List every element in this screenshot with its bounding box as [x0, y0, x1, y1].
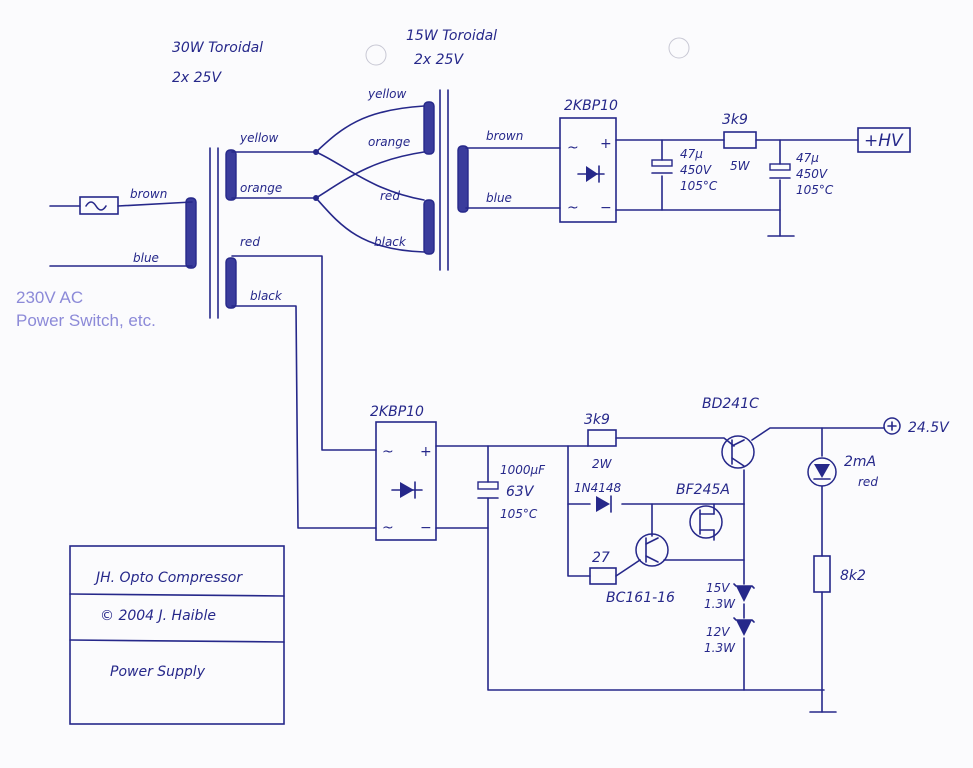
t2-yellow-label: yellow	[367, 87, 406, 101]
lv-resistor1-power: 2W	[592, 457, 613, 471]
mains-blue-label: blue	[133, 251, 159, 265]
t2-red-label: red	[380, 189, 400, 203]
svg-text:+: +	[600, 136, 612, 152]
title-block-subtitle: Power Supply	[110, 664, 206, 680]
svg-text:+: +	[420, 444, 432, 460]
lv-output-terminal	[883, 417, 901, 435]
lv-zener1-power: 1.3W	[704, 597, 736, 611]
t1-black-label: black	[250, 289, 283, 303]
hv-cap1-symbol	[651, 159, 673, 174]
t2-black-label: black	[374, 235, 407, 249]
hv-resistor-value: 3k9	[722, 112, 748, 128]
hv-rectifier-label: 2KBP10	[564, 98, 618, 114]
t2-brown-label: brown	[486, 129, 523, 143]
lv-resistor2-value: 27	[592, 550, 610, 566]
t1-rating: 2x 25V	[172, 70, 222, 86]
transformer-t2	[423, 89, 469, 271]
title-block-title: JH. Opto Compressor	[93, 570, 243, 586]
mains-note-line2: Power Switch, etc.	[16, 311, 156, 330]
t2-secondary-coil	[457, 145, 469, 213]
lv-limit-transistor-label: BC161-16	[606, 590, 675, 606]
lv-zener2-symbol	[733, 617, 755, 636]
t1-yellow-label: yellow	[239, 131, 278, 145]
hv-cap2-voltage: 450V	[796, 167, 828, 181]
punch-hole-right	[668, 37, 690, 59]
mains-note-line1: 230V AC	[16, 288, 83, 307]
hv-resistor-power: 5W	[730, 159, 751, 173]
t1-red-label: red	[240, 235, 260, 249]
lv-resistor3-symbol	[813, 555, 831, 593]
t2-primary-coil-b	[423, 199, 435, 255]
t1-primary-coil	[185, 197, 197, 269]
svg-text:−: −	[420, 520, 432, 536]
t1-title: 30W Toroidal	[172, 40, 263, 56]
t1-secondary-coil-a	[225, 149, 237, 201]
hv-cap1-voltage: 450V	[680, 163, 712, 177]
t2-orange-label: orange	[368, 135, 410, 149]
lv-resistor1-symbol	[587, 429, 617, 447]
hv-output-label: +HV	[864, 131, 904, 151]
t1-black-wire	[231, 305, 377, 529]
transformer-t1	[185, 147, 237, 319]
hv-cap2-value: 47µ	[796, 151, 819, 165]
lv-resistor3-value: 8k2	[840, 568, 866, 584]
lv-limit-transistor-symbol	[635, 533, 669, 567]
t1-red-wire	[231, 255, 377, 451]
svg-text:~: ~	[382, 520, 394, 536]
t1-orange-label: orange	[240, 181, 282, 195]
title-block-copyright: © 2004 J. Haible	[100, 608, 216, 624]
lv-led-current: 2mA	[844, 454, 876, 470]
lv-cap-temp: 105°C	[500, 507, 538, 521]
lv-jfet-label: BF245A	[676, 482, 730, 498]
lv-diode-label: 1N4148	[574, 481, 622, 495]
hv-cap1-value: 47µ	[680, 147, 703, 161]
punch-hole-left	[365, 44, 387, 66]
svg-text:~: ~	[382, 444, 394, 460]
lv-rectifier-label: 2KBP10	[370, 404, 424, 420]
mains-input	[49, 196, 193, 267]
lv-cap-voltage: 63V	[506, 484, 535, 500]
t2-title: 15W Toroidal	[406, 28, 497, 44]
lv-cap-symbol	[477, 481, 499, 499]
lv-led-symbol	[807, 457, 837, 487]
lv-resistor2-symbol	[589, 567, 617, 585]
hv-wiring	[615, 139, 859, 237]
lv-cap-value: 1000µF	[500, 463, 546, 477]
hv-cap2-temp: 105°C	[796, 183, 834, 197]
t2-primary-coil-a	[423, 101, 435, 155]
hv-resistor-symbol	[723, 131, 757, 149]
t1-to-t2-wiring	[231, 105, 425, 253]
hv-cap2-symbol	[769, 163, 791, 179]
t2-blue-label: blue	[486, 191, 512, 205]
lv-bridge-rectifier: ~ ~ + −	[375, 421, 437, 541]
lv-pass-transistor-symbol	[721, 435, 755, 469]
hv-bridge-rectifier: ~ ~ + −	[559, 117, 617, 223]
lv-zener1-symbol	[733, 583, 755, 602]
lv-output-label: 24.5V	[908, 420, 950, 436]
lv-diode-symbol	[596, 495, 612, 513]
lv-wiring	[435, 427, 885, 713]
svg-text:−: −	[600, 200, 612, 216]
mains-brown-label: brown	[130, 187, 167, 201]
t1-secondary-coil-b	[225, 257, 237, 309]
lv-led-color: red	[858, 475, 878, 489]
hv-output-box	[857, 127, 911, 153]
lv-resistor1-value: 3k9	[584, 412, 610, 428]
hv-cap1-temp: 105°C	[680, 179, 718, 193]
lv-zener2-power: 1.3W	[704, 641, 736, 655]
t2-rating: 2x 25V	[414, 52, 464, 68]
lv-zener1-voltage: 15V	[706, 581, 730, 595]
lv-jfet-symbol	[689, 503, 723, 541]
svg-text:~: ~	[567, 200, 579, 216]
lv-pass-transistor-label: BD241C	[702, 396, 759, 412]
svg-text:~: ~	[567, 140, 579, 156]
title-block	[69, 545, 285, 725]
lv-zener2-voltage: 12V	[706, 625, 730, 639]
